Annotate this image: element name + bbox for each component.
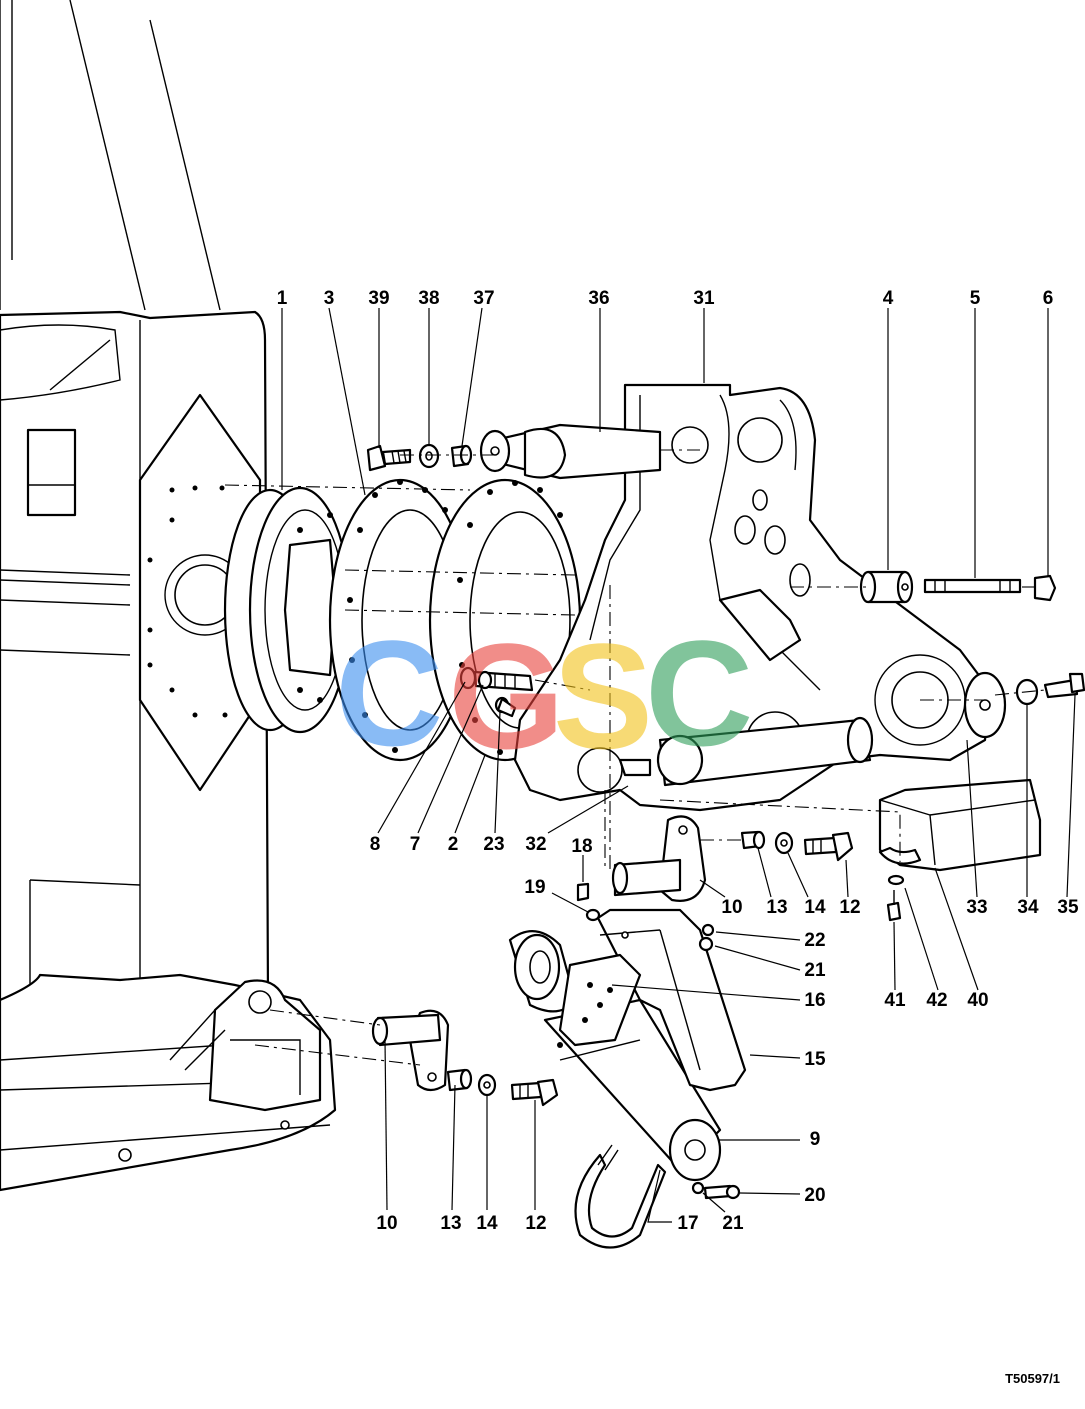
washer-19 (585, 908, 601, 922)
callout-14-upper: 14 (804, 897, 826, 918)
lower-pin (656, 716, 874, 787)
washer-38 (418, 443, 440, 469)
callout-2: 2 (448, 834, 459, 855)
callout-6: 6 (1043, 288, 1054, 309)
callout-9: 9 (810, 1129, 821, 1150)
callout-5: 5 (970, 288, 981, 309)
callout-15: 15 (804, 1049, 826, 1070)
callout-39: 39 (368, 288, 389, 309)
washer-42 (887, 874, 905, 886)
callout-7: 7 (410, 834, 421, 855)
bolt-23 (494, 696, 517, 718)
callout-8: 8 (370, 834, 381, 855)
washer-14-lower (477, 1073, 497, 1097)
washer-21-upper (698, 936, 714, 952)
plate-16 (558, 953, 642, 1047)
callout-1: 1 (277, 288, 288, 309)
washer-22 (701, 923, 715, 937)
bush-13-lower (446, 1068, 473, 1092)
screw-18 (576, 882, 590, 902)
callout-42: 42 (926, 990, 947, 1011)
washer-21-lower (691, 1181, 705, 1195)
callout-41: 41 (884, 990, 906, 1011)
bracket-15 (596, 908, 747, 1092)
machine-housing (0, 0, 337, 1192)
callout-23: 23 (483, 834, 504, 855)
bolt-12-upper (803, 831, 854, 862)
assembly-lines (224, 449, 1046, 1066)
watermark-letter-g: G (448, 612, 565, 780)
callout-14-lower: 14 (476, 1213, 498, 1234)
callout-12-upper: 12 (839, 897, 860, 918)
callout-13-upper: 13 (766, 897, 787, 918)
link-10-lower (371, 1009, 450, 1092)
bolt-39 (366, 444, 412, 472)
callout-37: 37 (473, 288, 494, 309)
drawing-reference: T50597/1 (1005, 1371, 1060, 1386)
clamp-17 (574, 1144, 667, 1249)
callout-22: 22 (804, 930, 825, 951)
callout-10-lower: 10 (376, 1213, 397, 1234)
callout-21-lower: 21 (722, 1213, 744, 1234)
watermark: C G S C (335, 609, 753, 780)
bush-37 (450, 444, 473, 468)
callout-19: 19 (524, 877, 545, 898)
spacer-4 (859, 570, 914, 604)
callout-16: 16 (804, 990, 825, 1011)
callout-10-upper: 10 (721, 897, 742, 918)
callout-36: 36 (588, 288, 609, 309)
callout-18: 18 (571, 836, 592, 857)
callout-20: 20 (804, 1185, 825, 1206)
bolt-12-lower (510, 1078, 559, 1107)
callout-labels: 1 3 39 38 37 36 31 4 5 6 8 7 2 23 32 18 … (277, 288, 1079, 1234)
screw-20 (703, 1184, 741, 1200)
upper-pin (479, 423, 662, 480)
hub-flange (223, 486, 352, 734)
watermark-letter-c1: C (335, 609, 443, 777)
watermark-letter-c2: C (645, 609, 753, 777)
washer-7 (477, 670, 493, 690)
nut-6 (1033, 574, 1057, 602)
bolt-35 (1043, 672, 1085, 699)
guard-40 (878, 778, 1042, 872)
callout-40: 40 (967, 990, 988, 1011)
leader-lines (281, 307, 1076, 1223)
callout-4: 4 (883, 288, 894, 309)
callout-31: 31 (693, 288, 715, 309)
callout-38: 38 (418, 288, 439, 309)
ring-plate (328, 478, 472, 762)
callout-35: 35 (1057, 897, 1079, 918)
screw-41 (886, 890, 902, 922)
washer-14-upper (774, 831, 794, 855)
callout-13-lower: 13 (440, 1213, 461, 1234)
washer-33 (963, 671, 1007, 739)
callout-32: 32 (525, 834, 546, 855)
callout-21-upper: 21 (804, 960, 826, 981)
callout-17: 17 (677, 1213, 698, 1234)
callout-33: 33 (966, 897, 987, 918)
bush-13-upper (740, 830, 766, 850)
callout-3: 3 (324, 288, 335, 309)
callout-34: 34 (1017, 897, 1039, 918)
link-10-upper (611, 815, 707, 902)
watermark-letter-s: S (553, 612, 653, 780)
callout-12-lower: 12 (525, 1213, 546, 1234)
bolt-5 (923, 578, 1022, 594)
